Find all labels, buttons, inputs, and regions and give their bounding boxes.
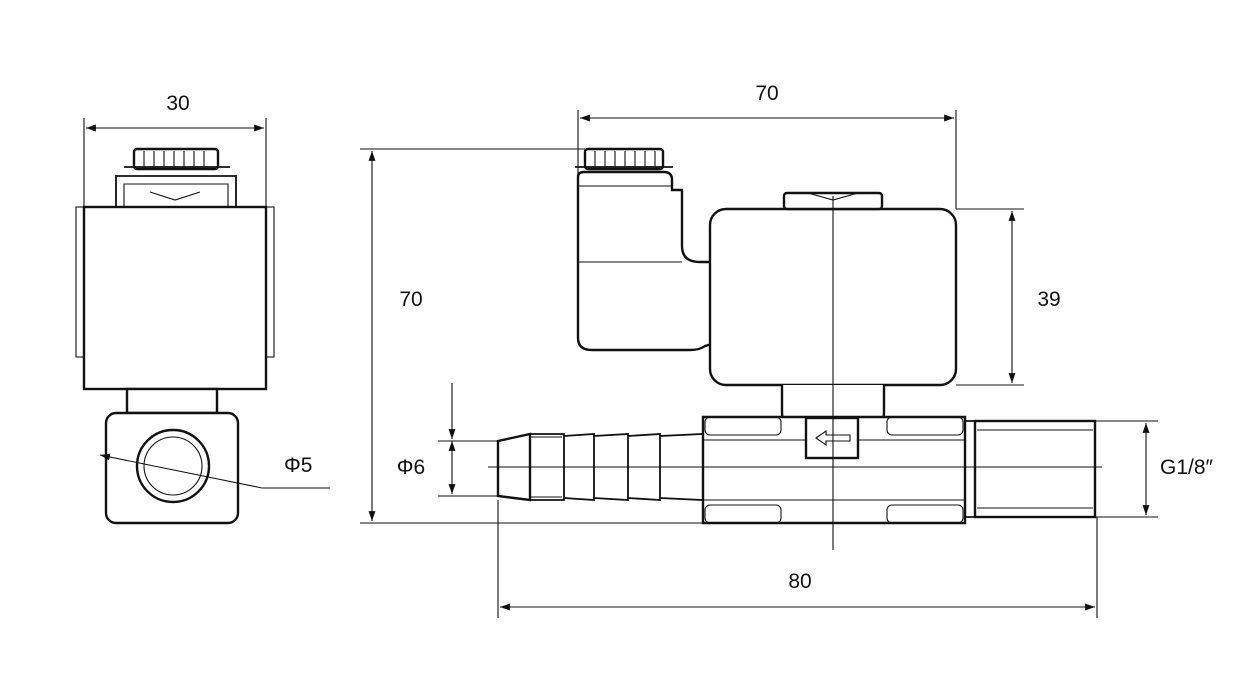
front-width-label: 70 [755, 82, 778, 105]
front-connector-plug [576, 170, 714, 352]
side-knurled-nut [124, 147, 230, 171]
side-bore-leader [99, 453, 263, 489]
side-width-label: 30 [166, 92, 189, 115]
side-bore-label: Φ5 [284, 454, 312, 477]
overall-length-label: 80 [788, 570, 811, 593]
side-coil-cap [115, 175, 237, 207]
front-view [360, 110, 1158, 618]
side-port-outer [135, 428, 211, 504]
side-stem [125, 387, 219, 415]
side-view [75, 118, 330, 525]
hose-barb-label: Φ6 [397, 456, 425, 479]
flow-direction-arrow-icon [804, 416, 860, 460]
thread-label: G1/8″ [1160, 456, 1214, 479]
coil-height-label: 39 [1037, 288, 1060, 311]
front-height-label: 70 [399, 288, 422, 311]
side-port-inner [143, 436, 203, 496]
front-knurled-nut [575, 147, 673, 171]
front-valve-body [701, 415, 967, 525]
front-thread-fitting [965, 419, 1097, 519]
side-coil-body [75, 205, 275, 391]
